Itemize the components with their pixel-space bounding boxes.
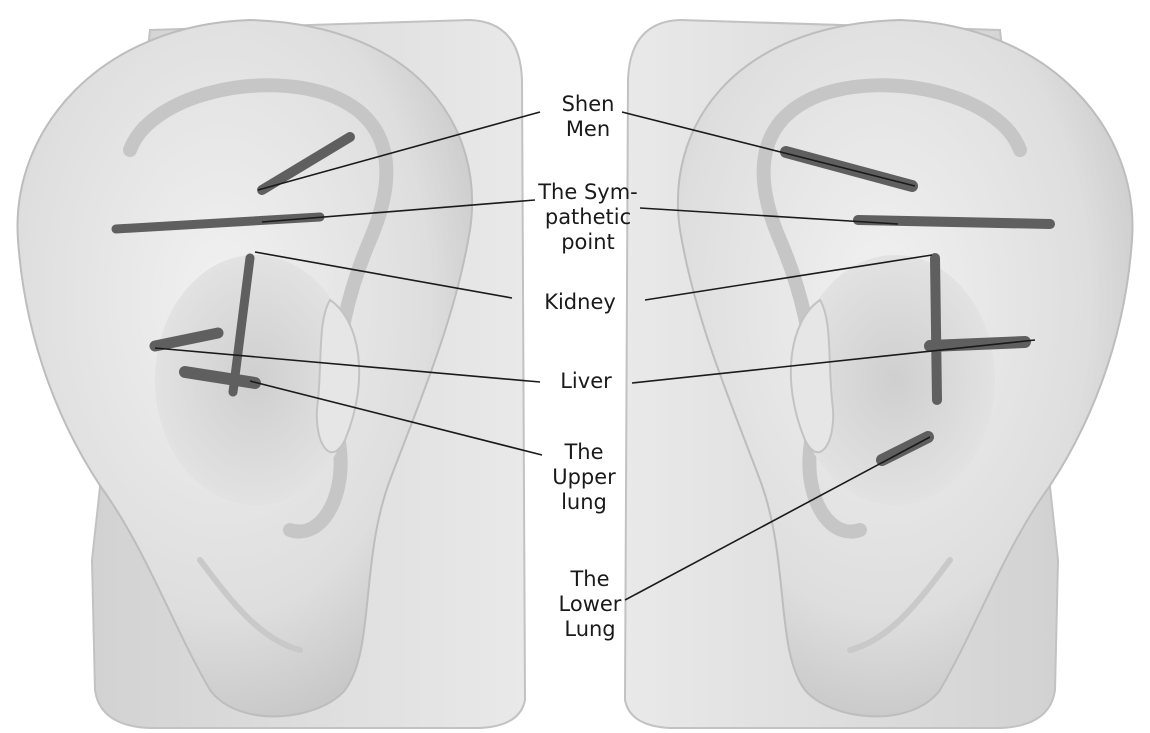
label-shen-men: Shen Men	[553, 92, 623, 142]
label-shen-men-line-1: Shen	[553, 92, 623, 117]
label-shen-men-line-2: Men	[553, 117, 623, 142]
label-lower-lung-line-1: The	[548, 567, 632, 592]
label-kidney-line-1: Kidney	[516, 290, 644, 315]
label-lower-lung-line-2: Lower	[548, 592, 632, 617]
label-lower-lung: The Lower Lung	[548, 567, 632, 642]
label-upper-lung: The Upper lung	[541, 440, 627, 515]
label-liver: Liver	[541, 369, 631, 394]
label-upper-lung-line-1: The	[541, 440, 627, 465]
label-sympathetic-line-3: point	[533, 230, 643, 255]
label-sympathetic-line-1: The Sym-	[533, 180, 643, 205]
label-lower-lung-line-3: Lung	[548, 617, 632, 642]
label-upper-lung-line-2: Upper	[541, 465, 627, 490]
label-sympathetic-line-2: pathetic	[533, 205, 643, 230]
label-kidney: Kidney	[516, 290, 644, 315]
label-sympathetic-point: The Sym- pathetic point	[533, 180, 643, 255]
needle-kidney-right	[935, 258, 937, 400]
right-ear-model	[625, 20, 1132, 728]
label-upper-lung-line-3: lung	[541, 490, 627, 515]
label-liver-line-1: Liver	[541, 369, 631, 394]
